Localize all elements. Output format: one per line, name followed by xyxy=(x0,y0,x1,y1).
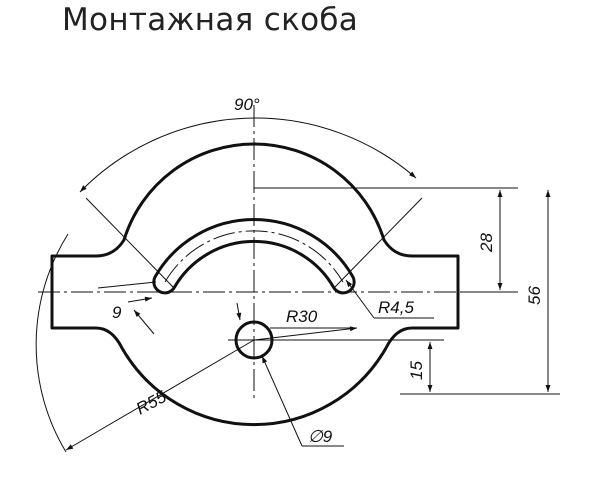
bracket-outer-contour xyxy=(50,142,460,427)
height-28-label: 28 xyxy=(477,233,496,253)
offset-15-dimension xyxy=(282,339,444,392)
radius-30-label: R30 xyxy=(286,307,318,326)
radius-4-5-label: R4,5 xyxy=(378,298,414,317)
central-hole xyxy=(234,320,274,360)
angle-label: 90° xyxy=(234,95,260,114)
hole-diameter-label: ∅9 xyxy=(308,427,333,446)
page-title: Монтажная скоба xyxy=(62,2,359,38)
hole-diameter-leader xyxy=(236,302,344,447)
slot-center-arc xyxy=(164,230,344,283)
slot-width-dimension xyxy=(97,281,157,335)
centerlines xyxy=(38,105,462,398)
angle-dimension xyxy=(79,117,423,289)
radius-30-dimension xyxy=(253,326,358,341)
radius-55-label: R55 xyxy=(133,387,170,419)
height-56-label: 56 xyxy=(525,286,544,305)
slot-width-label: 9 xyxy=(112,303,122,322)
offset-15-label: 15 xyxy=(407,361,426,380)
radius-55-dimension xyxy=(35,233,255,453)
height-dimensions xyxy=(254,187,560,395)
radius-4-5-dimension xyxy=(345,279,434,319)
